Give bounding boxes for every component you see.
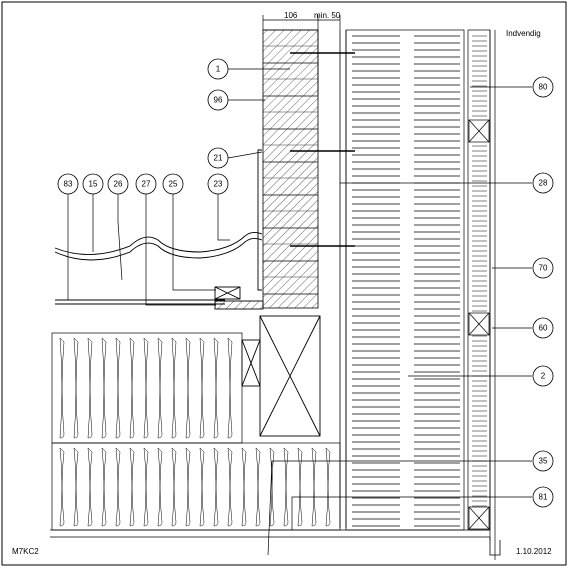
callout-label: 21 xyxy=(214,154,223,163)
callout-label: 96 xyxy=(214,96,223,105)
callout-right-2: 2 xyxy=(532,365,554,387)
callout-label: 80 xyxy=(539,83,548,92)
callout-label: 35 xyxy=(539,457,548,466)
drawing-date: 1.10.2012 xyxy=(516,547,552,556)
callout-label: 25 xyxy=(169,180,178,189)
callout-label: 81 xyxy=(539,493,548,502)
callout-right-28: 28 xyxy=(532,172,554,194)
roof-tiles xyxy=(54,149,264,310)
callout-label: 28 xyxy=(539,179,548,188)
callout-label: 27 xyxy=(142,180,151,189)
callout-right-60: 60 xyxy=(532,317,554,339)
callout-label: 23 xyxy=(214,180,223,189)
callout-label: 2 xyxy=(541,372,546,381)
wall-insulation xyxy=(345,29,465,531)
callout-right-70: 70 xyxy=(532,257,554,279)
roof-insulation xyxy=(51,332,341,531)
left-callout-leaders xyxy=(67,68,290,306)
callout-label: 1 xyxy=(216,65,221,74)
callout-left-1: 1 xyxy=(207,58,229,80)
callout-left-26: 26 xyxy=(107,173,129,195)
inner-batten-column xyxy=(467,29,496,560)
callout-right-80: 80 xyxy=(532,76,554,98)
callout-label: 26 xyxy=(114,180,123,189)
callout-left-21: 21 xyxy=(207,147,229,169)
callout-left-96: 96 xyxy=(207,89,229,111)
batten-cross-boxes xyxy=(468,119,490,530)
right-callout-leaders xyxy=(267,86,532,556)
callout-label: 15 xyxy=(89,180,98,189)
wall-plate-beam xyxy=(241,315,321,437)
side-label: Indvendig xyxy=(506,29,541,38)
dimension-min50: min. 50 xyxy=(314,11,341,20)
callout-label: 60 xyxy=(539,324,548,333)
callout-left-83: 83 xyxy=(57,173,79,195)
drawing-code: M7KC2 xyxy=(12,547,39,556)
callout-left-27: 27 xyxy=(135,173,157,195)
dimension-line xyxy=(262,15,341,30)
callout-left-23: 23 xyxy=(207,173,229,195)
callout-label: 83 xyxy=(64,180,73,189)
callout-left-25: 25 xyxy=(162,173,184,195)
callout-right-81: 81 xyxy=(532,486,554,508)
wall-sheathing xyxy=(317,30,347,528)
callout-left-15: 15 xyxy=(82,173,104,195)
floor-lines xyxy=(50,529,501,556)
callout-right-35: 35 xyxy=(532,450,554,472)
dimension-106: 106 xyxy=(284,11,298,20)
wall-ties xyxy=(290,52,355,247)
brick-wall xyxy=(262,29,319,309)
callout-label: 70 xyxy=(539,264,548,273)
